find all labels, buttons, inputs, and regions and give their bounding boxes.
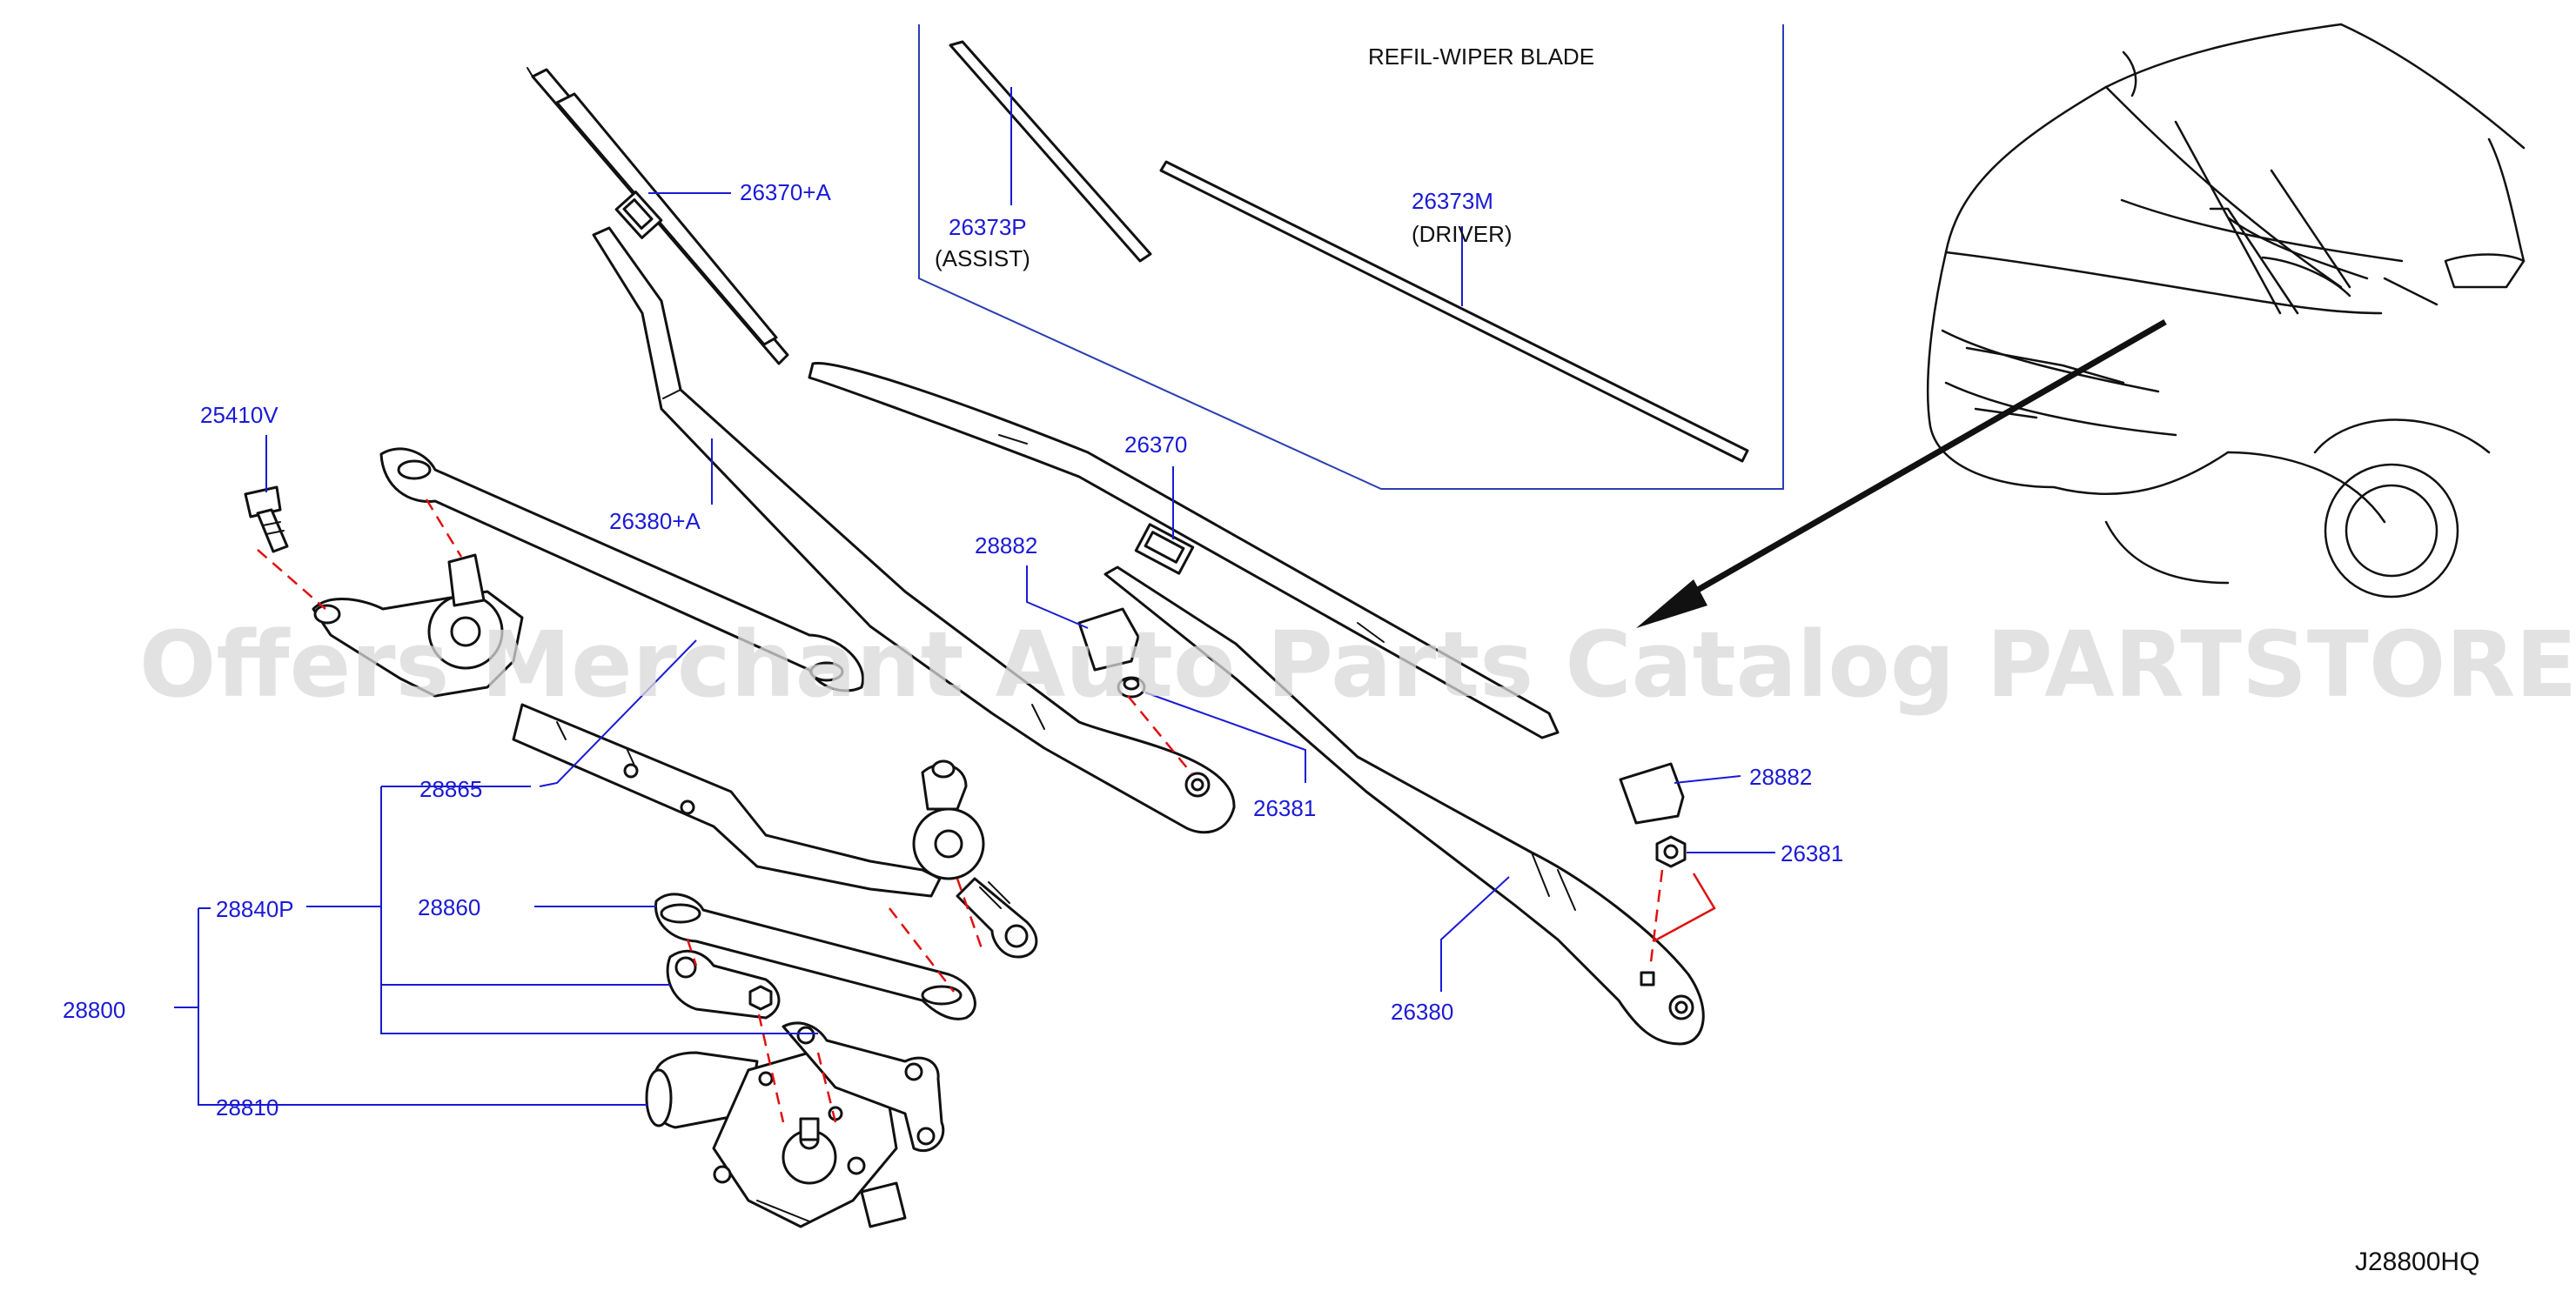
pivot-cap-right[interactable] [1619, 762, 1685, 825]
part-label-26373m[interactable]: 26373M [1412, 188, 1493, 214]
refill-strip-driver[interactable] [1159, 160, 1749, 463]
location-arrow [1636, 318, 2167, 628]
lower-link-rod[interactable] [654, 893, 976, 1020]
wiper-arm-assist[interactable] [592, 226, 1236, 834]
part-label-28810[interactable]: 28810 [216, 1094, 278, 1120]
pivot-nut-left[interactable] [1117, 676, 1146, 699]
wiper-arm-driver[interactable] [1104, 565, 1705, 1046]
part-label-26370[interactable]: 26370 [1124, 431, 1187, 458]
refill-strip-assist[interactable] [949, 40, 1152, 263]
leader-lines [174, 87, 1775, 1106]
part-label-26381-right[interactable]: 26381 [1781, 840, 1843, 866]
part-label-26380a[interactable]: 26380+A [609, 508, 701, 534]
part-label-28800[interactable]: 28800 [63, 997, 125, 1023]
wiper-blade-assist[interactable] [527, 67, 789, 365]
motor-crank-arm[interactable] [666, 949, 781, 1020]
refill-box-title: REFIL-WIPER BLADE [1368, 43, 1594, 70]
pivot-cap-left[interactable] [1077, 607, 1140, 672]
part-label-26380[interactable]: 26380 [1391, 999, 1453, 1025]
diagram-code: J28800HQ [2355, 1248, 2479, 1276]
part-note-26373p: (ASSIST) [935, 245, 1030, 271]
part-label-25410v[interactable]: 25410V [200, 402, 278, 428]
pivot-nut-right[interactable] [1655, 835, 1687, 868]
part-label-28860[interactable]: 28860 [418, 894, 480, 920]
watermark: Offers Merchant Auto Parts Catalog PARTS… [139, 612, 2576, 718]
part-label-28882-right[interactable]: 28882 [1749, 764, 1812, 790]
wiper-linkage[interactable] [312, 447, 1038, 959]
refill-box: REFIL-WIPER BLADE [918, 24, 1784, 490]
part-label-26381-left[interactable]: 26381 [1253, 795, 1316, 821]
car-location-illustration [1926, 23, 2526, 599]
part-label-28840p[interactable]: 28840P [216, 896, 294, 922]
part-label-26373p[interactable]: 26373P [949, 214, 1027, 240]
part-label-28865[interactable]: 28865 [419, 776, 482, 802]
part-label-26370a[interactable]: 26370+A [740, 179, 831, 205]
wiper-blade-driver[interactable] [808, 361, 1560, 739]
bolt[interactable] [244, 485, 289, 553]
wiper-motor[interactable] [645, 1021, 945, 1228]
assembly-center-lines [257, 498, 1716, 1123]
part-label-28882-left[interactable]: 28882 [975, 532, 1037, 559]
part-labels: 26370+A 26373P (ASSIST) 26373M (DRIVER) … [63, 179, 1843, 1120]
part-note-26373m: (DRIVER) [1412, 221, 1513, 247]
